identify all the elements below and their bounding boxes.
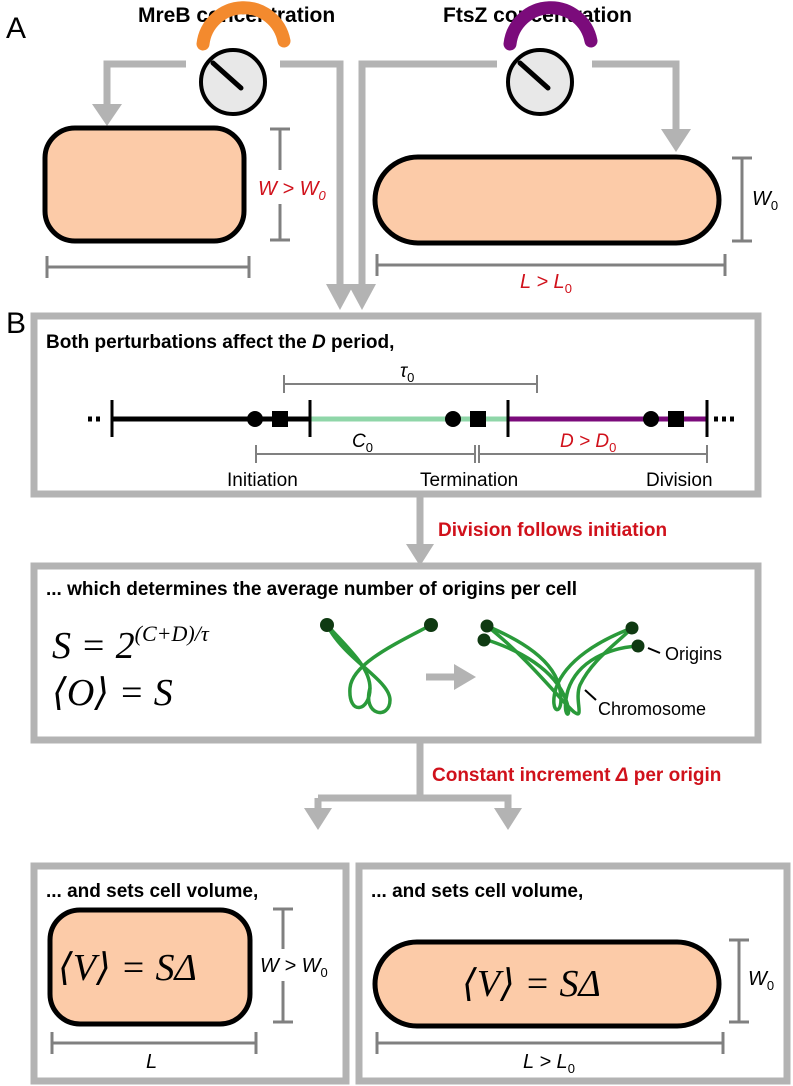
replication-arrow-head [454,664,476,690]
tau-label: τ0 [400,361,414,385]
origins-label: Origins [665,644,722,664]
volume-title-left: ... and sets cell volume, [46,881,258,902]
link1-arrow-head [406,544,434,566]
c-label: C0 [352,431,373,455]
link2-branch [314,794,512,812]
event-initiation: Initiation [227,470,298,491]
panel-a-letter: A [6,12,26,45]
ftsz-dial-icon [503,1,598,116]
volume-equation-right: ⟨V⟩ = SΔ [462,963,601,1005]
wide-cell-length-dimension [50,1032,258,1054]
mreb-width-label: W > W0 [258,178,327,203]
wide-cell-length-label: L [146,1051,157,1073]
c-bracket [255,445,476,463]
wide-cell [47,907,253,1027]
mreb-concentration-label: MreB concentration [138,4,335,27]
ftsz-width-label: W0 [752,188,778,213]
chromosome-label: Chromosome [598,699,706,719]
ftsz-arrow-into-b [348,284,376,310]
ftsz-length-label: L > L0 [520,271,572,296]
mreb-dial-icon [196,1,291,116]
origins-leader-line [647,647,661,654]
d-label: D > D0 [560,431,616,455]
long-cell-width-dimension [729,938,749,1024]
link2-arrow-right [494,808,522,830]
chromosome-icon [320,618,438,715]
long-cell-length-label: L > L0 [523,1051,575,1076]
mreb-arrow-into-b [326,284,354,310]
mreb-length-dimension [45,256,251,278]
ftsz-cell [372,154,722,246]
division-follows-initiation-label: Division follows initiation [438,520,667,541]
long-cell-width-label: W0 [748,968,774,993]
mreb-arrows [103,60,344,290]
d-period-box [30,312,762,498]
event-division: Division [646,470,713,491]
ftsz-length-dimension [375,254,727,276]
panel-b-letter: B [6,307,26,340]
panel-b: B Both perturbations affect the D period… [6,307,791,1085]
cell-cycle-timeline [88,400,734,437]
long-cell [372,939,722,1029]
ftsz-arrows [358,60,680,290]
replicated-chromosome-icon [477,619,645,716]
mreb-cell [42,125,247,244]
origins-box [30,562,762,744]
long-cell-length-dimension [375,1032,725,1054]
chromosome-leader-line [584,689,597,701]
link2-arrow-left [304,808,332,830]
tau-bracket [283,375,538,393]
origins-title: ... which determines the average number … [46,579,577,600]
ftsz-arrow-down-right [661,129,691,152]
constant-increment-label: Constant increment Δ per origin [432,765,721,786]
wide-cell-width-label: W > W0 [260,955,328,980]
event-termination: Termination [420,470,518,491]
mreb-arrow-down-left [92,104,122,126]
ftsz-width-dimension [732,156,752,243]
d-bracket [478,445,708,463]
panel-a: A MreB concentration W > W0 [6,1,778,310]
o-equation: ⟨O⟩ = S [52,672,173,714]
volume-title-right: ... and sets cell volume, [371,881,583,902]
d-period-title: Both perturbations affect the D period, [46,332,394,353]
volume-equation-left: ⟨V⟩ = SΔ [58,947,197,989]
s-equation: S = 2(C+D)/τ [52,621,210,667]
